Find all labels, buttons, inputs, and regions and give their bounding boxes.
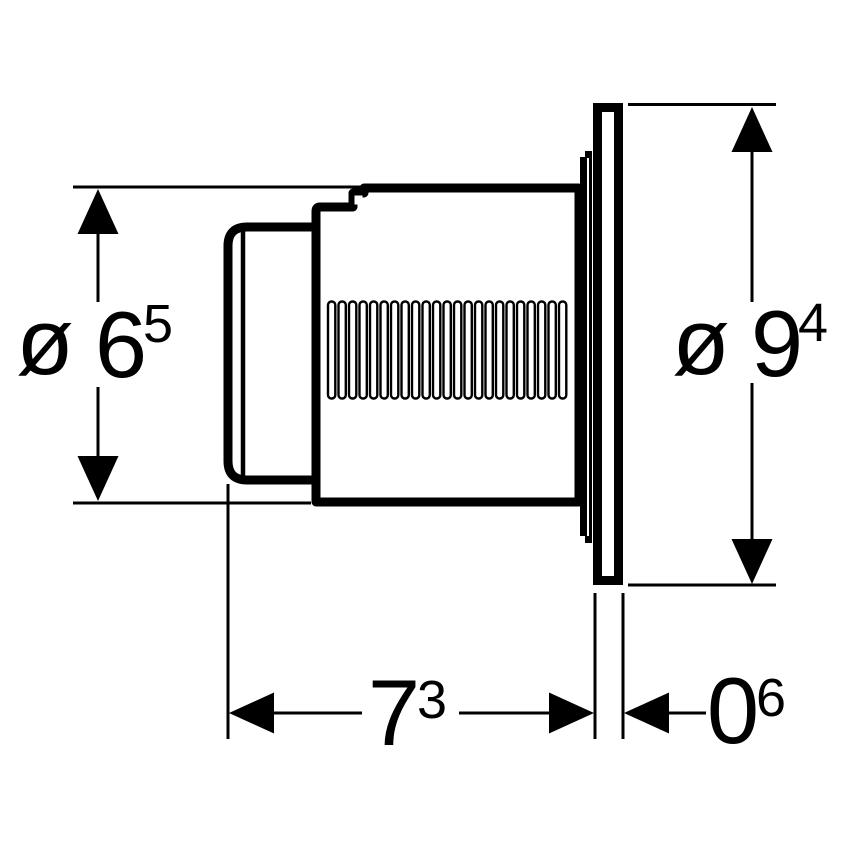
arrow-up-icon xyxy=(731,107,773,152)
arrow-down-icon xyxy=(77,456,119,501)
diameter-symbol: ø xyxy=(672,289,729,394)
wall-plate xyxy=(593,103,623,585)
dim-value: 6 xyxy=(95,292,147,397)
arrow-right-icon xyxy=(549,692,594,734)
actuator-object xyxy=(223,103,623,585)
seal-strip xyxy=(580,151,592,543)
dim-depth: 7 3 xyxy=(229,660,594,765)
dim-plate-diameter: ø 9 4 xyxy=(672,107,828,584)
arrow-left-icon xyxy=(229,692,274,734)
dim-value: 7 xyxy=(368,660,420,765)
dim-value: 0 xyxy=(707,658,759,763)
dim-thickness: 0 6 xyxy=(624,658,786,763)
dim-superscript: 3 xyxy=(417,670,447,730)
arrow-left-icon xyxy=(624,692,669,734)
dim-superscript: 6 xyxy=(756,668,786,728)
dim-value: 9 xyxy=(751,291,803,396)
extension-lines xyxy=(73,103,776,739)
dim-button-diameter: ø 6 5 xyxy=(16,189,173,501)
diameter-symbol: ø xyxy=(16,289,73,394)
arrow-up-icon xyxy=(77,189,119,234)
thread-section xyxy=(326,300,568,400)
dim-superscript: 4 xyxy=(798,293,828,353)
arrow-down-icon xyxy=(731,539,773,584)
push-button-outline xyxy=(223,222,321,485)
dim-superscript: 5 xyxy=(143,294,173,354)
body-clip-notch xyxy=(354,195,363,205)
